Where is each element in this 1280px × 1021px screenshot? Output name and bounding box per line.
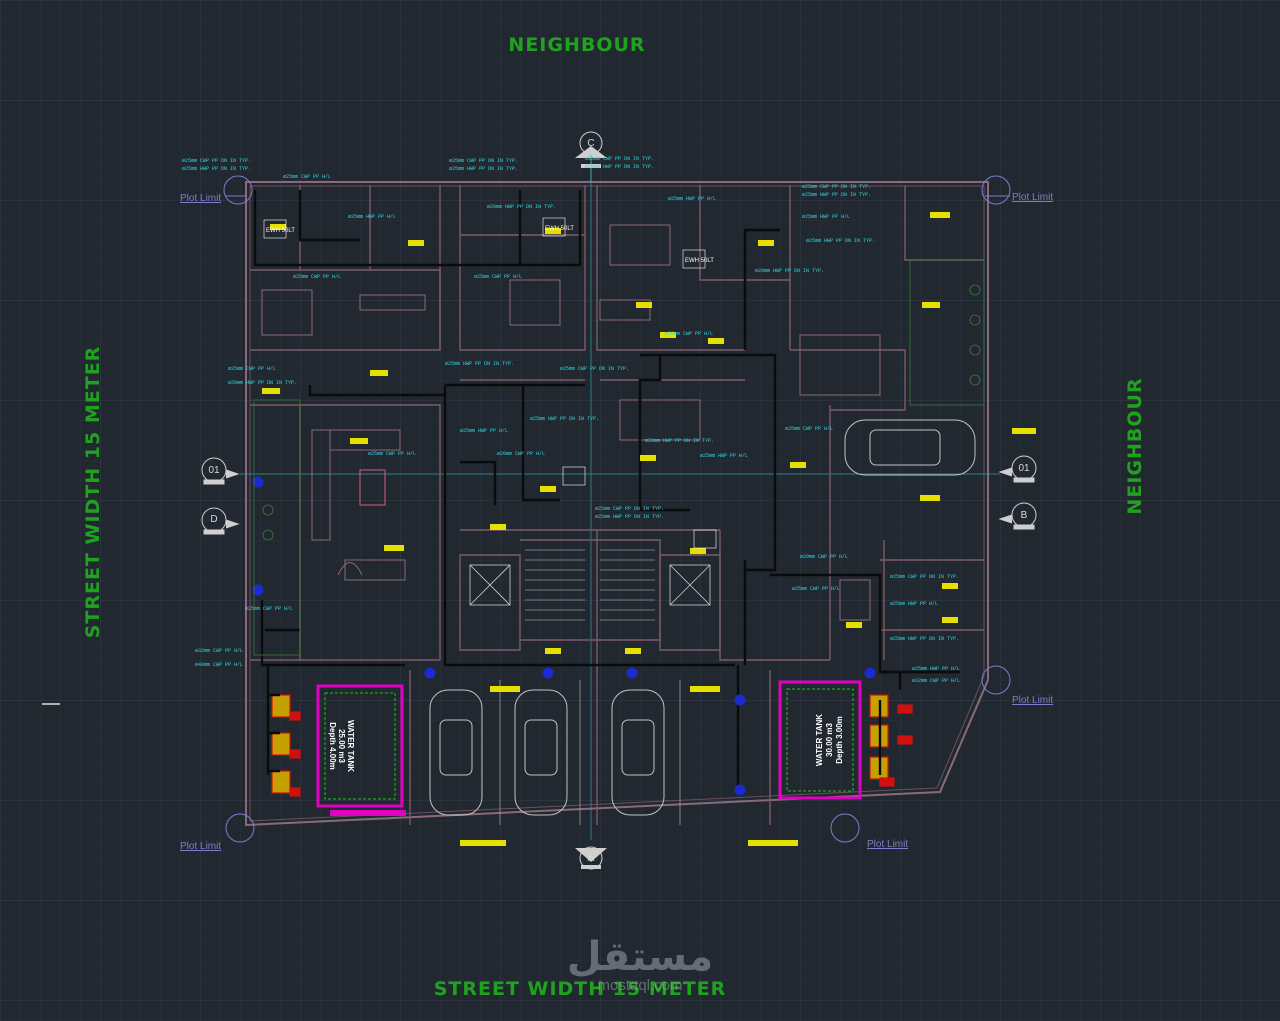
svg-text:ø20mm HWP PP DN IN TYP.: ø20mm HWP PP DN IN TYP. — [645, 438, 714, 444]
svg-text:ø20mm CWP PP H/L: ø20mm CWP PP H/L — [497, 451, 545, 457]
water-pipes — [253, 190, 960, 790]
svg-text:ø25mm HWP PP DN IN TYP.: ø25mm HWP PP DN IN TYP. — [806, 238, 875, 244]
svg-text:ø25mm HWP PP DN IN TYP.: ø25mm HWP PP DN IN TYP. — [530, 416, 599, 422]
axis-marker-left — [201, 457, 240, 535]
svg-text:ø25mm CWP PP H/L: ø25mm CWP PP H/L — [245, 606, 293, 612]
ewh-label-2: EWH 50LT — [545, 226, 574, 232]
stair-treads — [525, 549, 655, 621]
ewh-label-3: EWH 50LT — [685, 258, 714, 264]
svg-text:ø32mm CWP PP H/L: ø32mm CWP PP H/L — [912, 678, 960, 684]
svg-text:ø25mm HWP PP DN IN TYP.: ø25mm HWP PP DN IN TYP. — [182, 166, 251, 172]
watermark-site: mostaql.com — [597, 977, 682, 994]
building-outline — [245, 181, 989, 827]
svg-text:ø25mm CWP PP DN IN TYP.: ø25mm CWP PP DN IN TYP. — [802, 184, 871, 190]
parking-cars — [429, 419, 976, 816]
water-tank-2 — [778, 680, 862, 800]
svg-text:ø25mm HWP PP DN IN TYP.: ø25mm HWP PP DN IN TYP. — [890, 636, 959, 642]
water-tank-1 — [316, 684, 406, 816]
furniture — [261, 224, 881, 621]
svg-text:ø25mm HWP PP H/L: ø25mm HWP PP H/L — [700, 453, 748, 459]
plot-limit-label-r: Plot Limit — [1012, 695, 1053, 706]
svg-text:ø25mm CWP PP DN IN TYP.: ø25mm CWP PP DN IN TYP. — [890, 574, 959, 580]
svg-text:ø25mm HWP PP H/L: ø25mm HWP PP H/L — [348, 214, 396, 220]
axis-label-left-lower: D — [210, 514, 217, 525]
neighbour-top-label: NEIGHBOUR — [508, 34, 645, 56]
watermark-brand: مستقل — [567, 934, 713, 980]
axis-marker-right — [998, 455, 1037, 530]
plot-limit-label-bl: Plot Limit — [180, 841, 221, 852]
svg-text:ø25mm CWP PP H/L: ø25mm CWP PP H/L — [293, 274, 341, 280]
plot-limit-label-tl: Plot Limit — [180, 193, 221, 204]
svg-text:ø25mm CWP PP H/L: ø25mm CWP PP H/L — [368, 451, 416, 457]
plot-limit-markers — [223, 175, 1011, 843]
ewh-label-1: EWH 50LT — [266, 228, 295, 234]
svg-text:ø32mm CWP PP H/L: ø32mm CWP PP H/L — [195, 648, 243, 654]
fixture-tags — [262, 212, 1036, 846]
svg-text:ø25mm HWP PP H/L: ø25mm HWP PP H/L — [460, 428, 508, 434]
axis-lines — [240, 182, 1000, 840]
tank-1-depth: Depth 4.00m — [328, 722, 337, 770]
svg-text:ø20mm CWP PP H/L: ø20mm CWP PP H/L — [665, 331, 713, 337]
svg-text:ø25mm HWP PP H/L: ø25mm HWP PP H/L — [912, 666, 960, 672]
tank-2-title: WATER TANK — [815, 714, 824, 766]
neighbour-right-label: NEIGHBOUR — [1124, 377, 1146, 514]
svg-text:ø25mm CWP PP H/L: ø25mm CWP PP H/L — [283, 174, 331, 180]
svg-text:ø25mm CWP PP H/L: ø25mm CWP PP H/L — [474, 274, 522, 280]
axis-marker-top — [575, 131, 607, 182]
svg-text:ø25mm HWP PP DN IN TYP.: ø25mm HWP PP DN IN TYP. — [449, 166, 518, 172]
plot-limit-label-tr: Plot Limit — [1012, 192, 1053, 203]
svg-text:ø25mm HWP PP DN IN TYP.: ø25mm HWP PP DN IN TYP. — [585, 164, 654, 170]
tank-1-volume: 25.00 m3 — [337, 729, 346, 763]
tank-2-volume: 30.00 m3 — [825, 723, 834, 757]
svg-text:ø25mm CWP PP DN IN TYP.: ø25mm CWP PP DN IN TYP. — [585, 156, 654, 162]
svg-text:ø25mm CWP PP DN IN TYP.: ø25mm CWP PP DN IN TYP. — [449, 158, 518, 164]
pipe-annotations: ø25mm CWP PP DN IN TYP. ø25mm HWP PP DN … — [182, 156, 960, 684]
svg-text:ø20mm HWP PP DN IN TYP.: ø20mm HWP PP DN IN TYP. — [755, 268, 824, 274]
axis-label-left-upper: 01 — [208, 465, 220, 476]
elevator-shafts — [469, 564, 711, 606]
tank-2-depth: Depth 3.00m — [835, 716, 844, 764]
svg-text:ø25mm CWP PP DN IN TYP.: ø25mm CWP PP DN IN TYP. — [595, 506, 664, 512]
valves — [252, 476, 876, 796]
tank-1-title: WATER TANK — [346, 720, 355, 772]
svg-text:ø20mm HWP PP DN IN TYP.: ø20mm HWP PP DN IN TYP. — [487, 204, 556, 210]
svg-text:ø20mm HWP PP DN IN TYP.: ø20mm HWP PP DN IN TYP. — [228, 380, 297, 386]
svg-text:ø25mm HWP PP H/L: ø25mm HWP PP H/L — [890, 601, 938, 607]
garden-strip — [253, 259, 985, 656]
svg-text:ø25mm HWP PP H/L: ø25mm HWP PP H/L — [668, 196, 716, 202]
axis-marker-bottom — [575, 846, 607, 870]
svg-text:ø20mm CWP PP H/L: ø20mm CWP PP H/L — [800, 554, 848, 560]
axis-label-right-lower: B — [1021, 510, 1028, 521]
svg-text:ø40mm CWP PP H/L: ø40mm CWP PP H/L — [195, 662, 243, 668]
axis-label-top: C — [587, 138, 594, 149]
street-bottom-label: STREET WIDTH 15 METER — [434, 978, 727, 1000]
ewh-boxes — [263, 217, 717, 549]
svg-text:ø25mm HWP PP DN IN TYP.: ø25mm HWP PP DN IN TYP. — [595, 514, 664, 520]
axis-label-right-upper: 01 — [1018, 463, 1030, 474]
axis-label-bottom: A — [588, 853, 595, 864]
svg-text:ø25mm HWP PP DN IN TYP.: ø25mm HWP PP DN IN TYP. — [445, 361, 514, 367]
street-left-label: STREET WIDTH 15 METER — [82, 346, 104, 639]
svg-text:ø25mm CWP PP DN IN TYP.: ø25mm CWP PP DN IN TYP. — [182, 158, 251, 164]
svg-text:ø25mm CWP PP H/L: ø25mm CWP PP H/L — [792, 586, 840, 592]
svg-text:ø25mm CWP PP H/L: ø25mm CWP PP H/L — [785, 426, 833, 432]
svg-text:ø25mm HWP PP DN IN TYP.: ø25mm HWP PP DN IN TYP. — [802, 192, 871, 198]
svg-text:ø25mm HWP PP H/L: ø25mm HWP PP H/L — [802, 214, 850, 220]
svg-text:ø25mm CWP PP H/L: ø25mm CWP PP H/L — [228, 366, 276, 372]
plot-limit-label-br: Plot Limit — [867, 839, 908, 850]
parking-lanes — [499, 680, 681, 825]
svg-text:ø25mm CWP PP DN IN TYP.: ø25mm CWP PP DN IN TYP. — [560, 366, 629, 372]
